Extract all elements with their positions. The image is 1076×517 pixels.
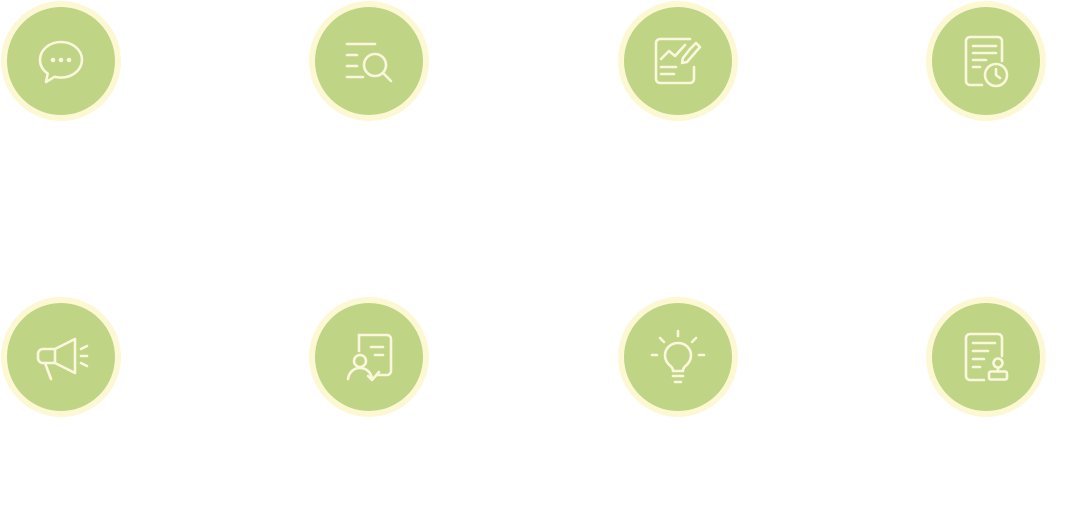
- document-clock-icon: [964, 35, 1009, 88]
- lightbulb-icon: [650, 329, 706, 384]
- user-document-icon: [346, 333, 393, 382]
- chat-bubble-button[interactable]: [1, 1, 121, 121]
- document-stamp-icon: [964, 332, 1009, 382]
- megaphone-button[interactable]: [1, 297, 121, 417]
- user-document-button[interactable]: [309, 297, 429, 417]
- list-search-button[interactable]: [309, 1, 429, 121]
- document-stamp-button[interactable]: [926, 297, 1046, 417]
- list-search-icon: [345, 42, 393, 83]
- chart-edit-icon: [654, 37, 702, 85]
- document-clock-button[interactable]: [926, 1, 1046, 121]
- lightbulb-button[interactable]: [618, 297, 738, 417]
- megaphone-icon: [36, 337, 89, 381]
- chat-bubble-icon: [38, 40, 84, 84]
- chart-edit-button[interactable]: [618, 1, 738, 121]
